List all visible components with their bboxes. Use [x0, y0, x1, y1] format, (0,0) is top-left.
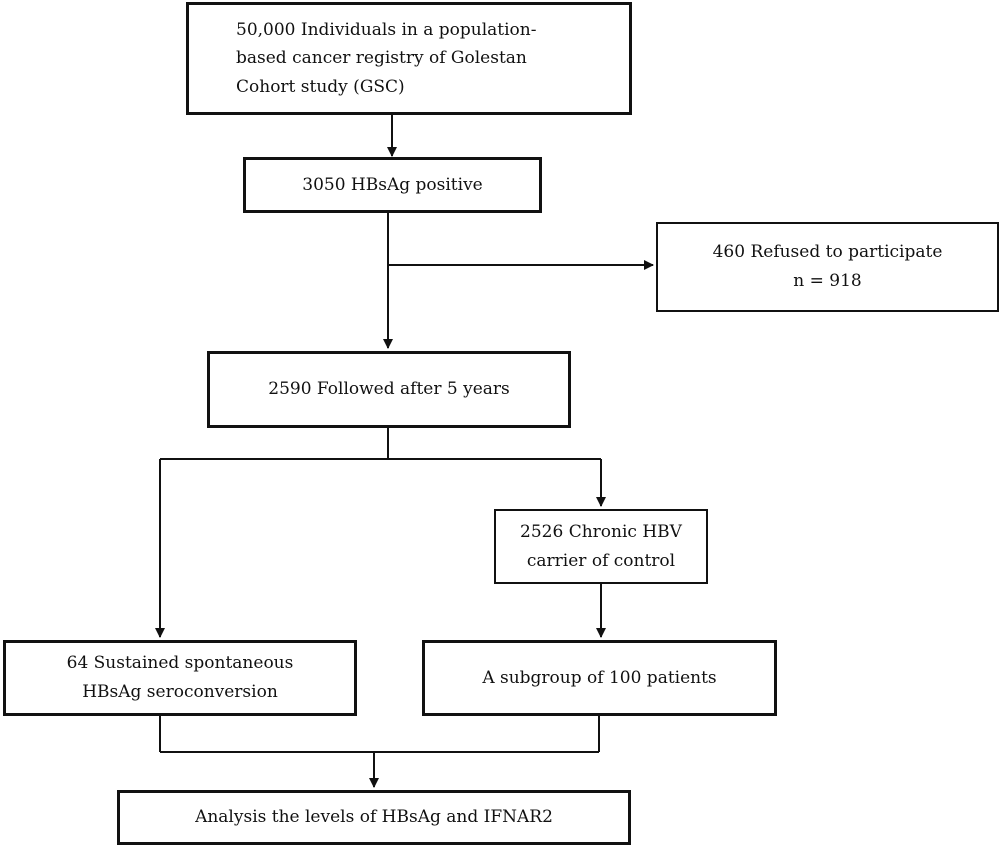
refused-box: 460 Refused to participate n = 918	[656, 222, 999, 312]
subgroup-box: A subgroup of 100 patients	[422, 640, 777, 716]
chronic-carrier-box: 2526 Chronic HBV carrier of control	[494, 509, 708, 584]
seroconversion-box: 64 Sustained spontaneous HBsAg seroconve…	[3, 640, 357, 716]
registry-line-1: 50,000 Individuals in a population-	[236, 19, 537, 40]
registry-line-3: Cohort study (GSC)	[236, 76, 405, 97]
refused-text: 460 Refused to participate n = 918	[713, 240, 943, 293]
registry-line-2: based cancer registry of Golestan	[236, 48, 527, 69]
analysis-box: Analysis the levels of HBsAg and IFNAR2	[117, 790, 631, 845]
subgroup-text: A subgroup of 100 patients	[482, 667, 717, 688]
hbsag-positive-box: 3050 HBsAg positive	[243, 157, 542, 213]
seroconversion-line-2: HBsAg seroconversion	[82, 682, 278, 702]
seroconversion-line-1: 64 Sustained spontaneous	[66, 653, 294, 674]
registry-text: 50,000 Individuals in a population- base…	[236, 18, 537, 100]
chronic-carrier-line-2: carrier of control	[526, 550, 676, 571]
followed-text: 2590 Followed after 5 years	[268, 379, 510, 400]
hbsag-positive-text: 3050 HBsAg positive	[302, 174, 483, 195]
registry-box: 50,000 Individuals in a population- base…	[186, 2, 632, 115]
analysis-text: Analysis the levels of HBsAg and IFNAR2	[195, 807, 553, 828]
followed-box: 2590 Followed after 5 years	[207, 351, 571, 428]
refused-line-1: 460 Refused to participate	[712, 242, 943, 263]
seroconversion-text: 64 Sustained spontaneous HBsAg seroconve…	[67, 651, 294, 704]
refused-line-2: n = 918	[793, 271, 862, 291]
chronic-carrier-line-1: 2526 Chronic HBV	[520, 521, 682, 542]
chronic-carrier-text: 2526 Chronic HBV carrier of control	[520, 520, 682, 573]
